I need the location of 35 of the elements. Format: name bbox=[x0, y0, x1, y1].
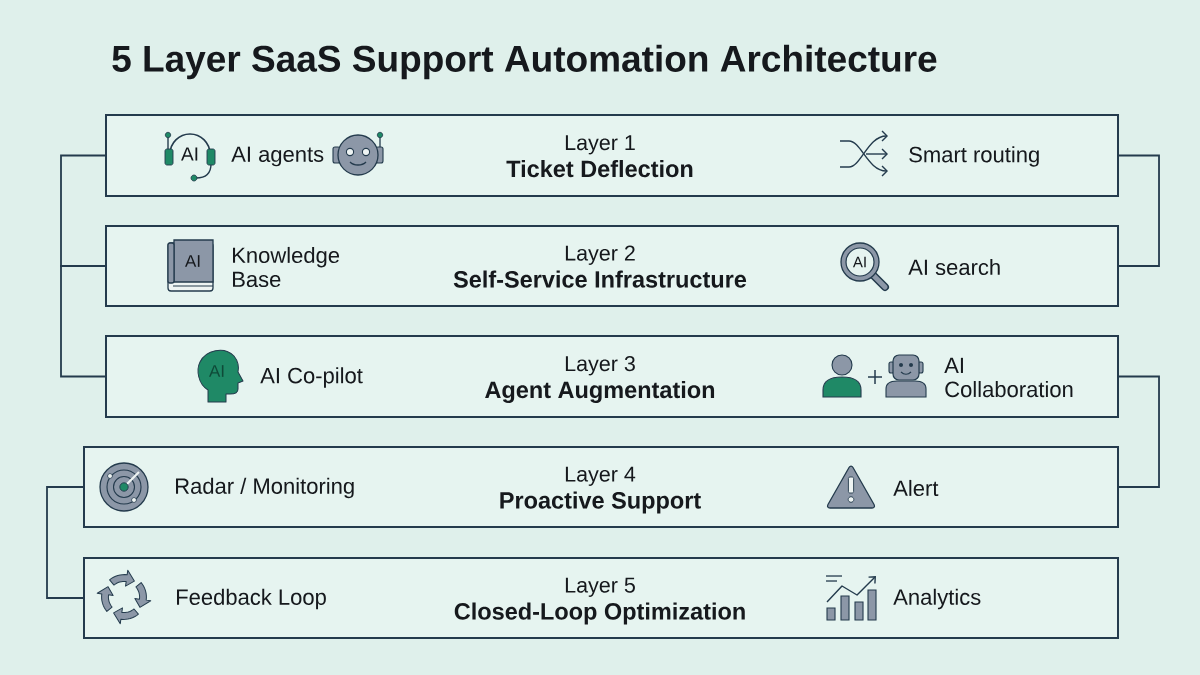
icon-text: AI bbox=[185, 255, 200, 267]
item-label: AI Collaboration bbox=[944, 357, 1073, 398]
item-label: Smart routing bbox=[909, 146, 1039, 167]
layer-box bbox=[83, 557, 1119, 639]
layer-title: Proactive Support bbox=[500, 491, 701, 514]
layer-box bbox=[83, 446, 1119, 528]
item-label: Alert bbox=[893, 479, 939, 497]
layer-box bbox=[105, 114, 1119, 197]
layer-number: Layer 3 bbox=[565, 356, 635, 376]
layer-number: Layer 5 bbox=[565, 577, 635, 597]
layer-number: Layer 1 bbox=[565, 135, 635, 155]
layer-box bbox=[105, 225, 1119, 307]
item-label: Analytics bbox=[893, 588, 981, 610]
layer-title: Closed-Loop Optimization bbox=[454, 602, 745, 625]
connector-line bbox=[46, 486, 84, 599]
item-label: AI Co-pilot bbox=[260, 367, 363, 388]
item-label: Knowledge Base bbox=[233, 246, 340, 288]
icon-text: AI bbox=[181, 147, 198, 161]
icon-text: AI bbox=[852, 256, 866, 268]
item-label: AI search bbox=[908, 258, 1000, 276]
item-label: Feedback Loop bbox=[177, 588, 326, 610]
layer-box bbox=[105, 335, 1119, 418]
item-label: Radar / Monitoring bbox=[176, 477, 354, 499]
title: 5 Layer SaaS Support Automation Architecture bbox=[112, 44, 937, 80]
connector-line bbox=[60, 154, 106, 267]
layer-number: Layer 4 bbox=[565, 466, 636, 486]
connector-line bbox=[60, 265, 106, 378]
connector-line bbox=[1118, 154, 1160, 267]
layer-title: Ticket Deflection bbox=[506, 160, 693, 178]
layer-title: Self-Service Infrastructure bbox=[453, 270, 747, 288]
connector-line bbox=[1118, 375, 1160, 488]
layer-number: Layer 2 bbox=[565, 245, 635, 265]
layer-title: Agent Augmentation bbox=[485, 381, 715, 403]
item-label: AI agents bbox=[231, 146, 324, 167]
icon-text: AI bbox=[209, 365, 224, 377]
